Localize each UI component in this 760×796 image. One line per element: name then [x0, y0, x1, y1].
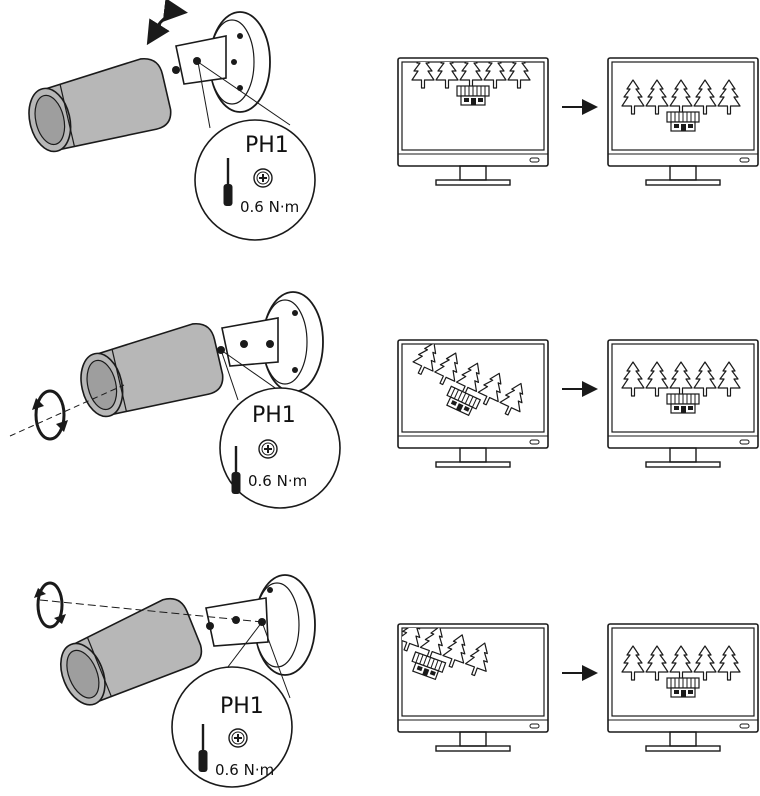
screw-bit-label: PH1: [220, 694, 264, 719]
monitor-after: [607, 623, 759, 752]
tool-callout: PH1 0.6 N·m: [219, 387, 341, 509]
scene-centered: [622, 80, 740, 131]
torque-label: 0.6 N·m: [248, 472, 307, 490]
step-pan: PH1 0.6 N·m: [20, 0, 759, 241]
step-tilt: PH1 0.6 N·m: [34, 574, 759, 788]
monitor-before: [397, 57, 549, 186]
monitor-before: [397, 338, 549, 468]
torque-label: 0.6 N·m: [215, 761, 274, 779]
monitor-after: [607, 339, 759, 468]
mount-arm: [217, 317, 279, 367]
mount-arm: [172, 35, 227, 85]
tilt-rotation-arrow-icon: [34, 581, 66, 629]
scene-centered: [622, 362, 740, 413]
step-rotate: PH1 0.6 N·m: [9, 291, 759, 509]
scene-rotated: [402, 338, 530, 434]
scene-centered: [622, 646, 740, 697]
scene-top-left: [367, 606, 495, 694]
monitor-before: [367, 606, 549, 752]
camera-body: [20, 54, 175, 158]
monitor-after: [607, 57, 759, 186]
tool-callout: PH1 0.6 N·m: [194, 119, 316, 241]
phillips-screw-head-icon: [228, 728, 248, 748]
tool-callout: PH1 0.6 N·m: [171, 666, 293, 788]
phillips-screw-head-icon: [258, 439, 278, 459]
lens-rotation-arrow-icon: [32, 389, 68, 441]
torque-label: 0.6 N·m: [240, 198, 299, 216]
screw-bit-label: PH1: [252, 403, 296, 428]
phillips-screw-head-icon: [253, 168, 273, 188]
camera-body: [72, 319, 227, 423]
screw-bit-label: PH1: [245, 133, 289, 158]
